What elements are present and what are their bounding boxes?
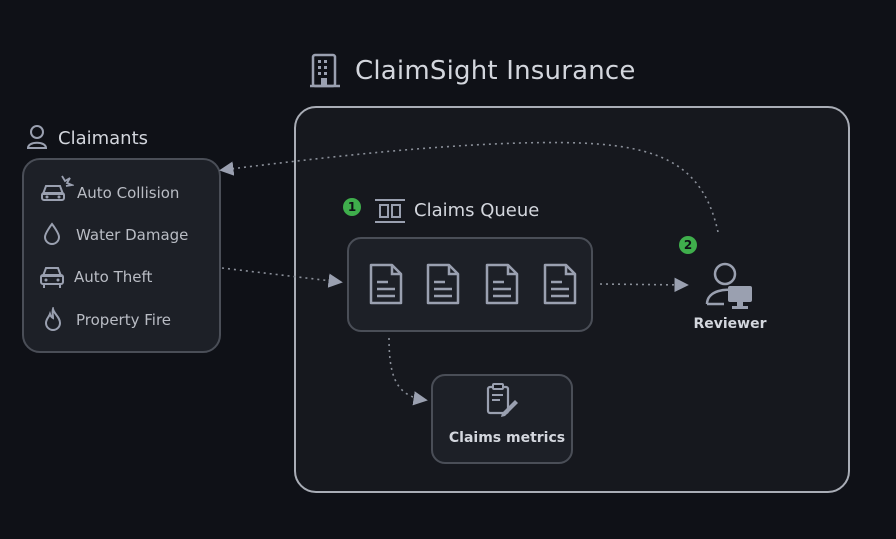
claims-queue [347, 237, 593, 332]
car-icon [40, 267, 64, 288]
document-icon [426, 263, 460, 305]
document-icon [485, 263, 519, 305]
claims-queue-label: Claims Queue [414, 200, 540, 221]
fire-icon [44, 307, 62, 331]
claimants-label: Claimants [58, 128, 149, 149]
claims-metrics-label: Claims metrics [448, 430, 566, 446]
step-badge-2: 2 [679, 236, 697, 254]
claim-type-property-fire: Property Fire [76, 311, 172, 329]
document-icon [369, 263, 403, 305]
step-badge-1: 1 [343, 198, 361, 216]
reviewer-label: Reviewer [693, 316, 767, 332]
user-computer-icon [705, 262, 752, 309]
queue-icon [375, 199, 405, 223]
user-icon [26, 125, 48, 149]
organization-title: ClaimSight Insurance [355, 56, 636, 86]
arrow-queue-to-reviewer [599, 277, 689, 293]
water-drop-icon [43, 222, 61, 245]
claim-type-auto-theft: Auto Theft [74, 268, 153, 286]
arrow-claimants-to-queue [221, 267, 343, 288]
arrow-reviewer-to-claimants [219, 141, 719, 233]
document-icon [543, 263, 577, 305]
arrow-queue-to-metrics [388, 337, 428, 406]
clipboard-edit-icon [486, 383, 518, 417]
claimants-group [22, 158, 221, 353]
building-icon [310, 53, 340, 88]
claim-type-auto-collision: Auto Collision [77, 184, 180, 202]
claim-type-water-damage: Water Damage [76, 226, 189, 244]
car-crash-icon [41, 175, 74, 201]
